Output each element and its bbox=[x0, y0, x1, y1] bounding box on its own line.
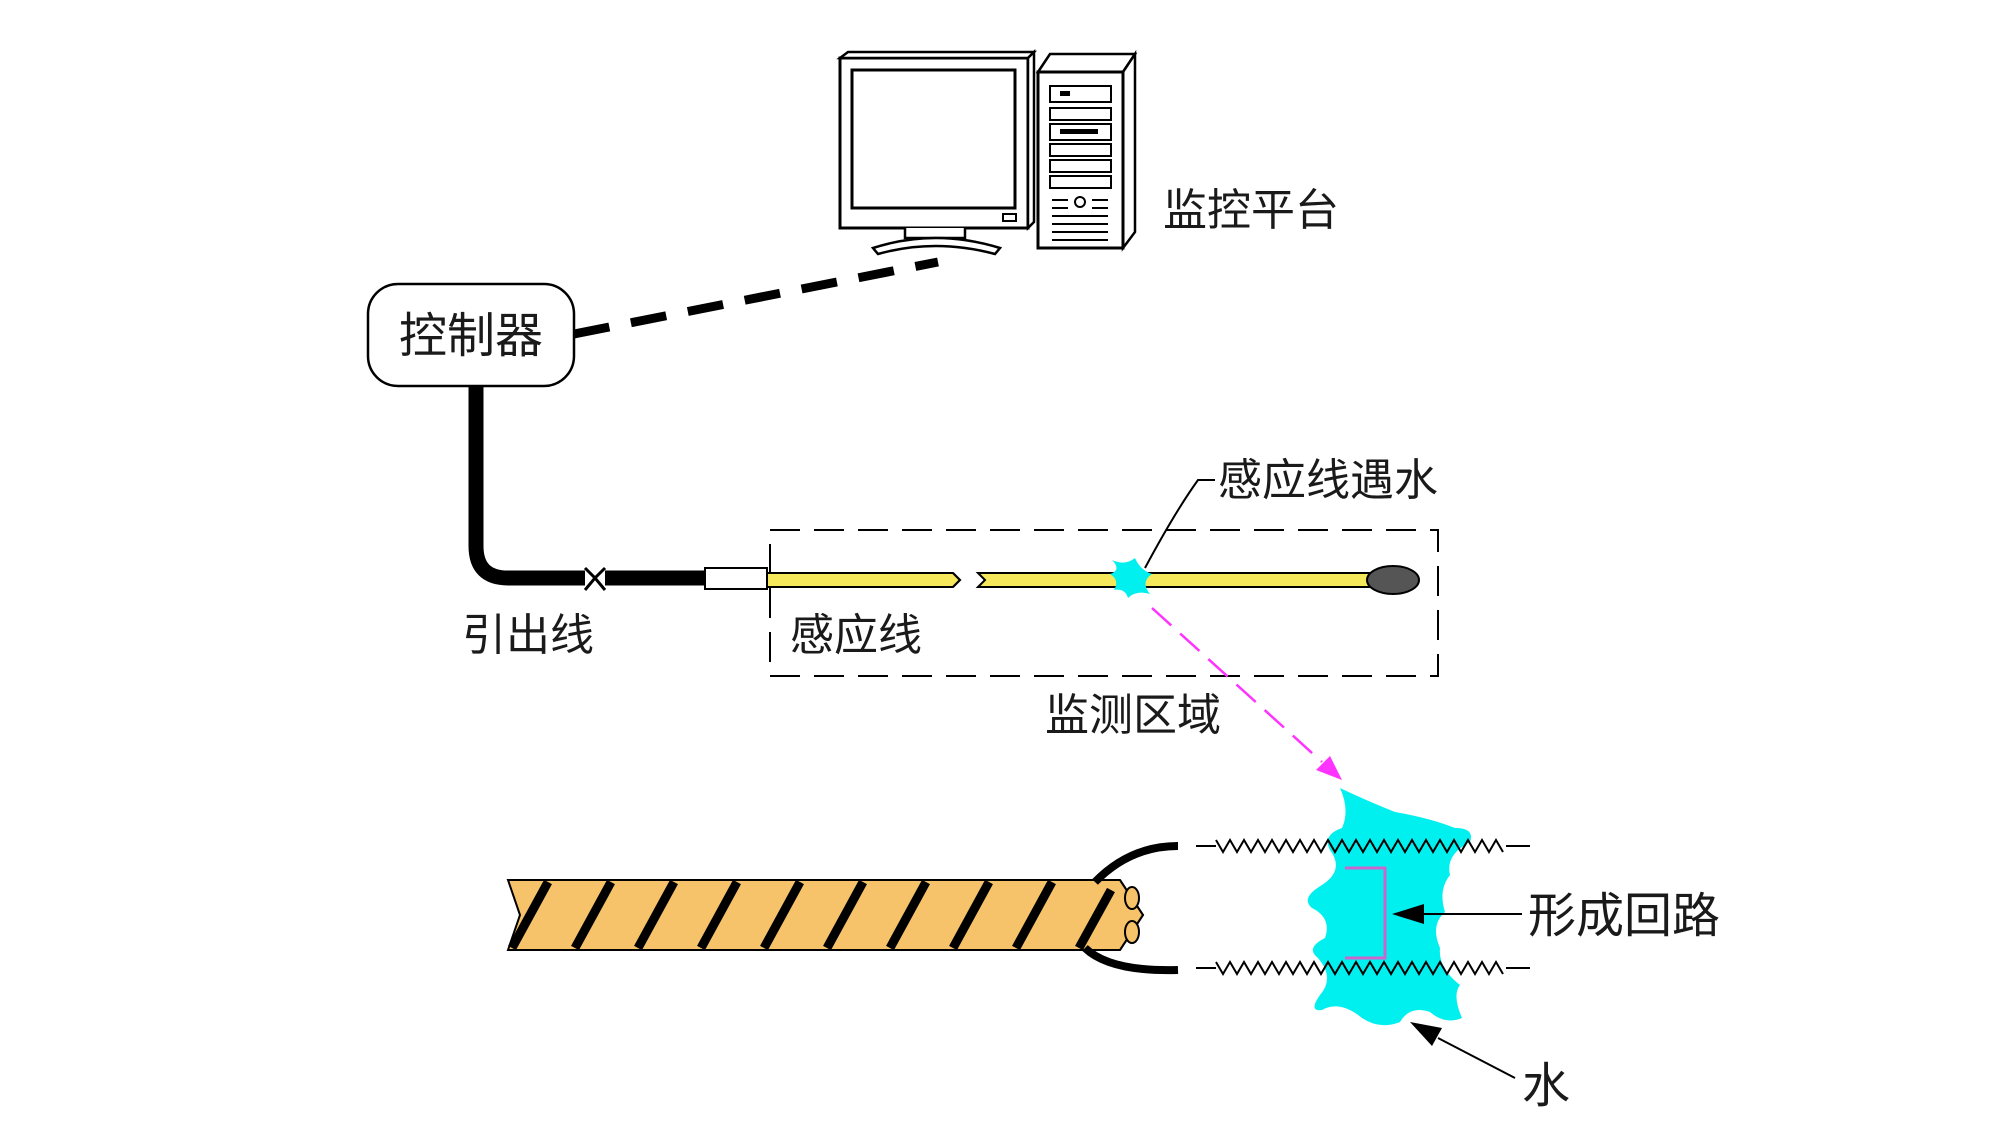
monitoring-area-boundary bbox=[769, 529, 1439, 677]
circuit-bracket bbox=[1345, 866, 1387, 960]
forms-circuit-arrow bbox=[1392, 904, 1522, 924]
water-spot bbox=[1110, 558, 1152, 598]
monitor bbox=[836, 48, 1038, 256]
monitoring-area-label: 监测区域 bbox=[1045, 690, 1221, 741]
controller-label: 控制器 bbox=[399, 308, 543, 364]
water-blob bbox=[1307, 788, 1471, 1026]
water-label: 水 bbox=[1522, 1058, 1570, 1114]
lead-wire bbox=[468, 386, 705, 591]
zoom-pointer-arrow bbox=[1151, 607, 1342, 780]
water-callout-line bbox=[1144, 479, 1215, 569]
forms-circuit-label: 形成回路 bbox=[1528, 888, 1720, 944]
twisted-cable bbox=[506, 842, 1179, 975]
sensing-wire-label: 感应线 bbox=[790, 610, 922, 661]
sensing-wire bbox=[766, 565, 1420, 595]
monitoring-platform-label: 监控平台 bbox=[1163, 185, 1339, 236]
conductor-bottom bbox=[1196, 960, 1530, 976]
computer-icon bbox=[836, 48, 1138, 256]
connector bbox=[704, 567, 768, 590]
wire-meets-water-label: 感应线遇水 bbox=[1218, 455, 1438, 506]
network-link bbox=[573, 257, 939, 339]
conductor-top bbox=[1196, 838, 1530, 854]
water-arrow bbox=[1410, 1022, 1516, 1079]
lead-wire-label: 引出线 bbox=[462, 610, 594, 661]
pc-tower bbox=[1035, 49, 1138, 252]
